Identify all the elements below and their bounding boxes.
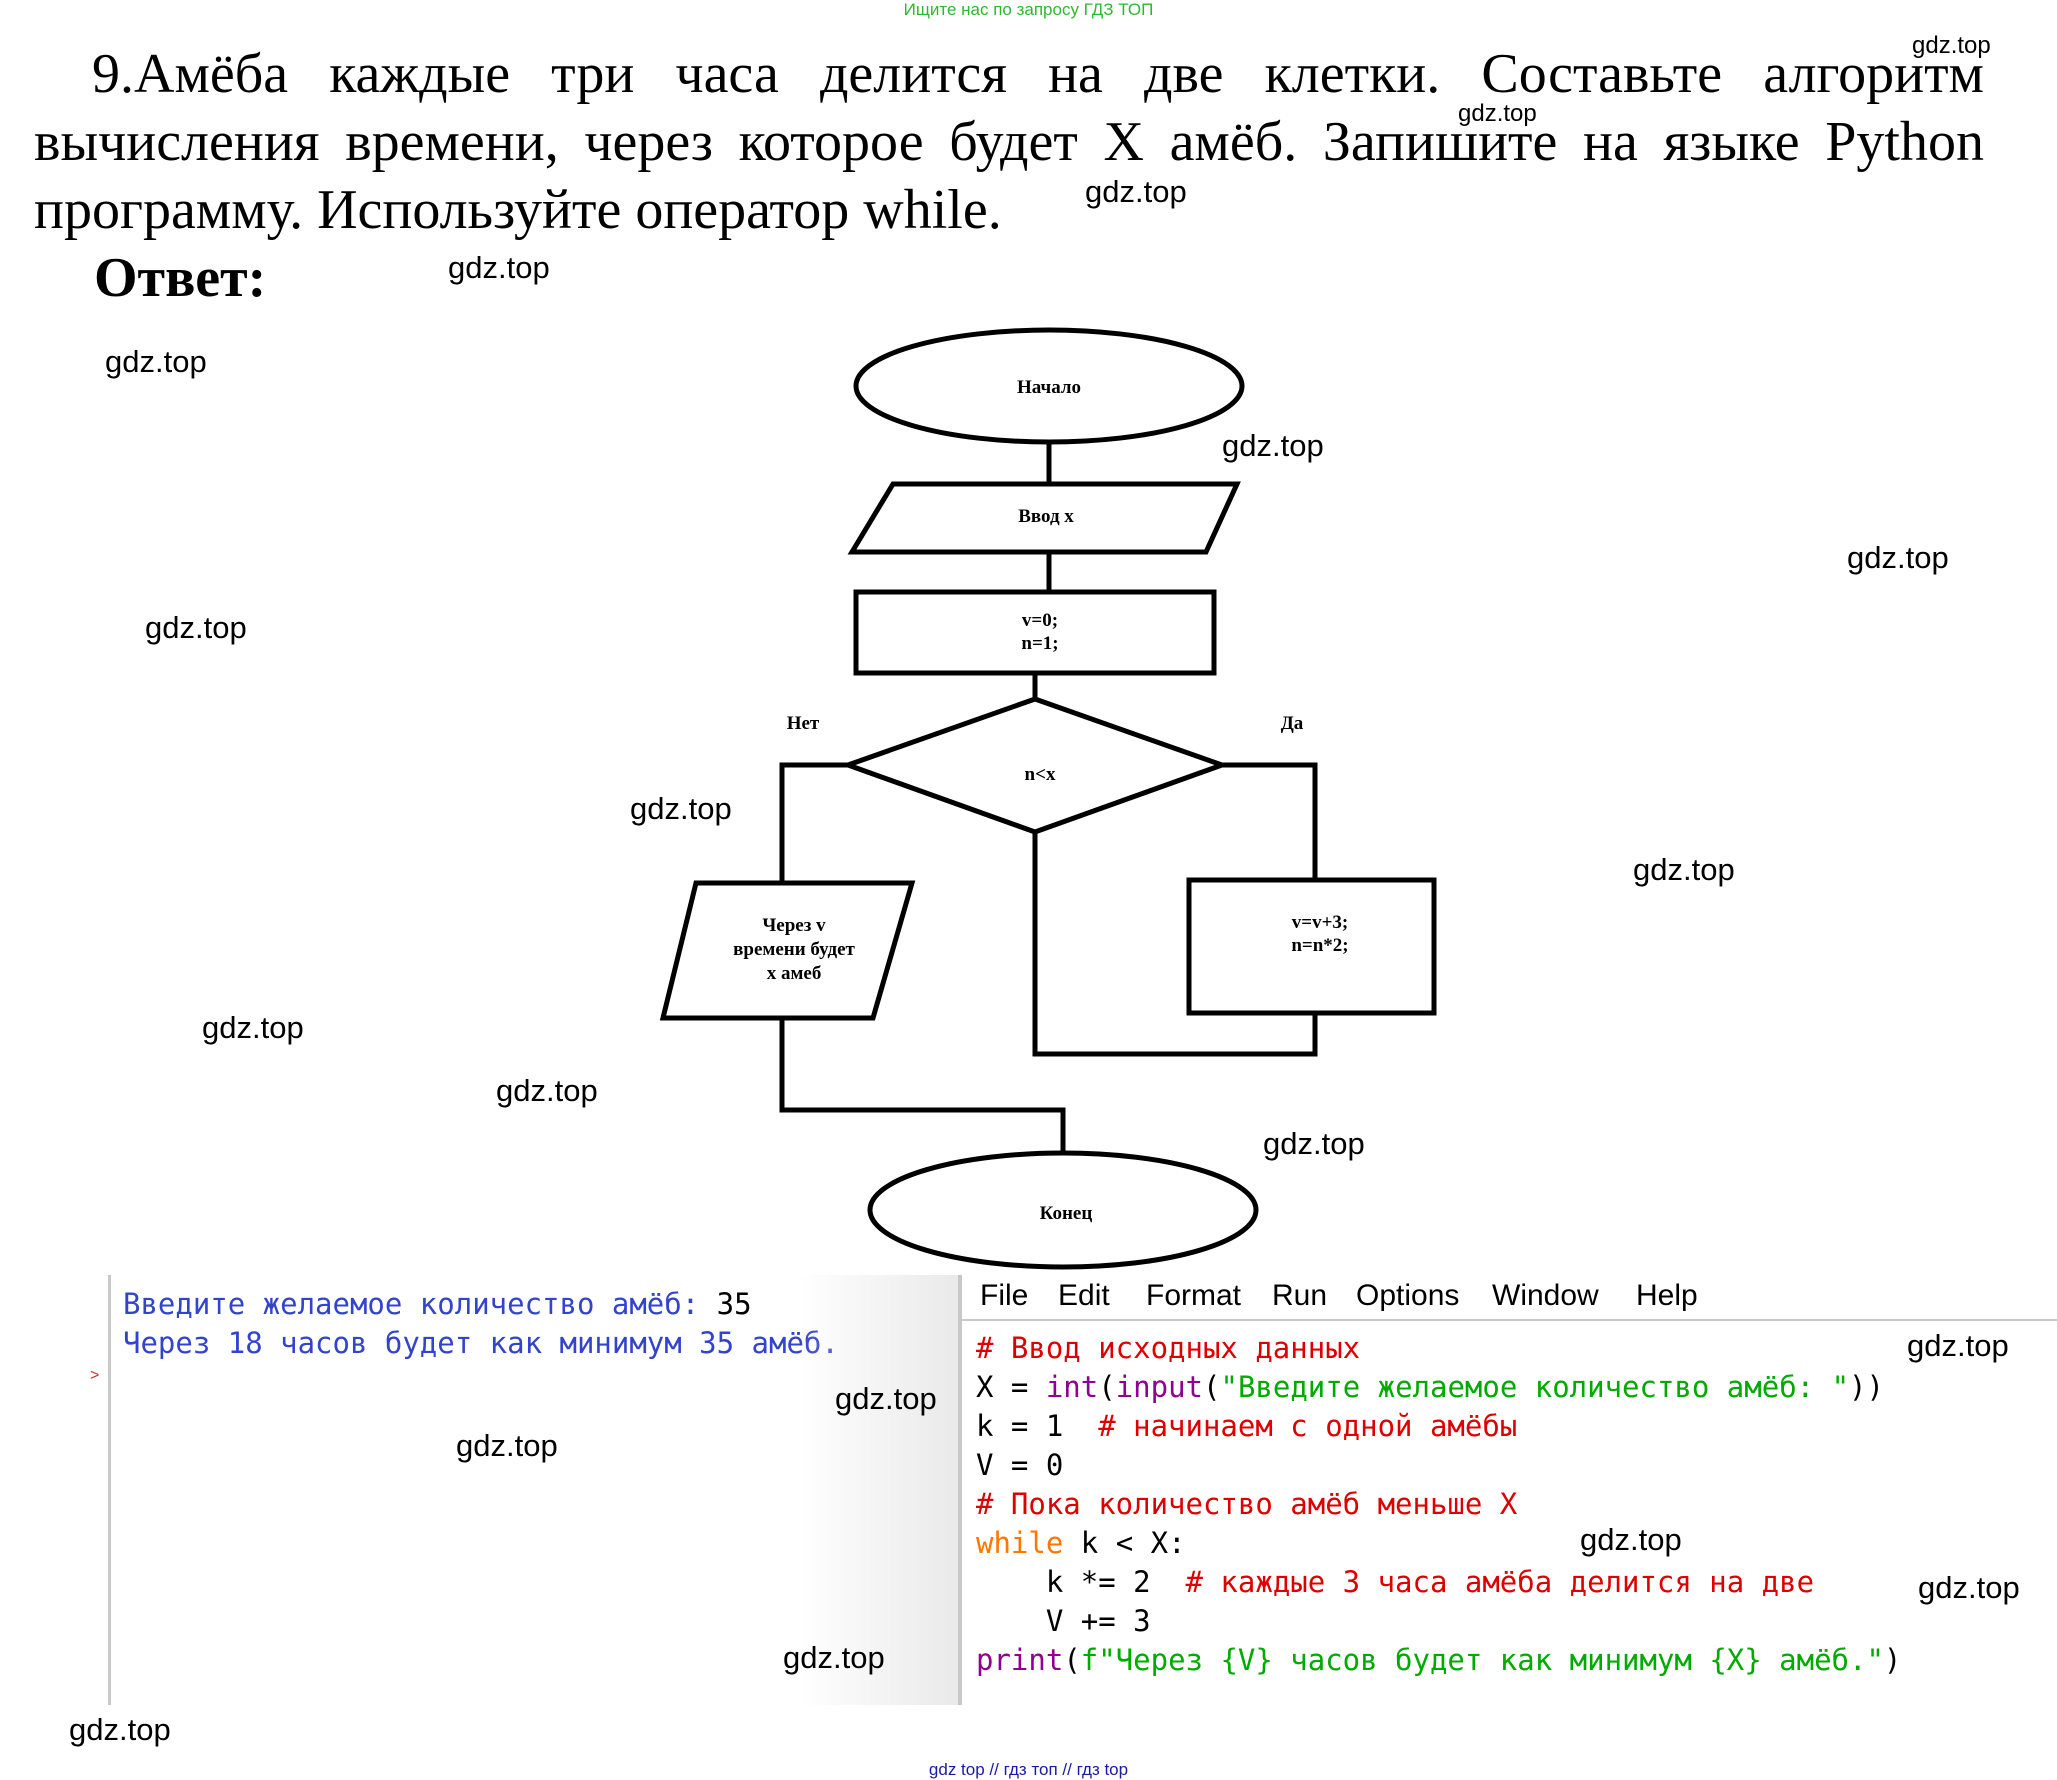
task-text: 9.Амёба каждые три часа делится на две к… [34,40,1984,244]
flow-input-label: Ввод x [1018,506,1074,527]
code-line-1[interactable]: # Ввод исходных данных [976,1331,1361,1365]
task-text-content: 9.Амёба каждые три часа делится на две к… [34,43,1984,241]
flow-loop-line2: n=n*2; [1291,935,1348,956]
code-line-2[interactable]: X = int(input("Введите желаемое количест… [976,1370,1884,1404]
watermark: gdz.top [1907,1328,2009,1363]
watermark: gdz.top [783,1640,885,1675]
watermark: gdz.top [202,1010,304,1045]
watermark: gdz.top [1580,1522,1682,1557]
code-line-7[interactable]: k *= 2 # каждые 3 часа амёба делится на … [976,1565,1815,1599]
code-line-8[interactable]: V += 3 [976,1604,1151,1638]
code-line-6[interactable]: while k < X: [976,1526,1186,1560]
flow-loop-line1: v=v+3; [1292,912,1348,933]
menu-file[interactable]: File [980,1279,1029,1312]
watermark: gdz.top [1458,100,1537,127]
shell-output-line-2: Через 18 часов будет как минимум 35 амёб… [123,1326,839,1360]
watermark: gdz.top [1847,540,1949,575]
watermark: gdz.top [1222,428,1324,463]
watermark: gdz.top [456,1428,558,1463]
code-line-5[interactable]: # Пока количество амёб меньше X [976,1487,1518,1521]
code-line-9[interactable]: print(f"Через {V} часов будет как миниму… [976,1643,1902,1677]
flow-start-label: Начало [1017,377,1081,398]
watermark: gdz.top [1633,852,1735,887]
idle-editor-window[interactable]: File Edit Format Run Options Window Help… [958,1275,2057,1705]
watermark: gdz.top [1918,1570,2020,1605]
code-line-3[interactable]: k = 1 # начинаем с одной амёбы [976,1409,1518,1443]
flow-output-shape [659,880,916,1021]
flow-end-label: Конец [1040,1203,1093,1224]
watermark: gdz.top [105,344,207,379]
menu-run[interactable]: Run [1272,1279,1328,1312]
answer-label: Ответ: [94,247,267,309]
watermark: gdz.top [145,610,247,645]
flow-end-shape [867,1150,1259,1270]
menu-options[interactable]: Options [1356,1279,1460,1312]
flow-output-line3: x амеб [767,963,822,984]
watermark: gdz.top [630,791,732,826]
flow-condition-label: n<x [1025,764,1056,785]
watermark: gdz.top [835,1381,937,1416]
menu-edit[interactable]: Edit [1058,1279,1110,1312]
shell-input-value: 35 [716,1287,752,1321]
menu-help[interactable]: Help [1636,1279,1698,1312]
shell-edge-shadow [800,1275,960,1705]
shell-prompt-marker: > [90,1367,100,1384]
watermark: gdz.top [496,1073,598,1108]
watermark: gdz.top [1263,1126,1365,1161]
shell-output-line-1: Введите желаемое количество амёб: 35 [123,1287,752,1321]
flow-input-shape [847,481,1241,555]
flow-loop-shape [1186,877,1437,1016]
flow-no-label: Нет [787,713,820,734]
flow-output-line2: времени будет [733,939,855,960]
footer: gdz top // гдз топ // гдз top [928,1760,1129,1779]
flowchart: Начало Ввод x v=0; n=1; n<x Нет Да Через… [659,327,1437,1270]
watermark: gdz.top [448,250,550,285]
top-banner: Ищите нас по запросу ГДЗ ТОП [903,0,1154,19]
flow-yes-label: Да [1281,713,1304,734]
watermark: gdz.top [69,1712,171,1747]
shell-prompt-text: Введите желаемое количество амёб: [123,1287,717,1321]
watermark: gdz.top [1085,174,1187,209]
flow-init-line2: n=1; [1021,633,1058,654]
flow-init-line1: v=0; [1022,610,1058,631]
flow-output-line1: Через v [762,915,826,936]
menu-bar: File Edit Format Run Options Window Help [962,1275,2057,1321]
menu-window[interactable]: Window [1492,1279,1599,1312]
menu-format[interactable]: Format [1146,1279,1242,1312]
watermark: gdz.top [1912,32,1991,59]
code-line-4[interactable]: V = 0 [976,1448,1064,1482]
